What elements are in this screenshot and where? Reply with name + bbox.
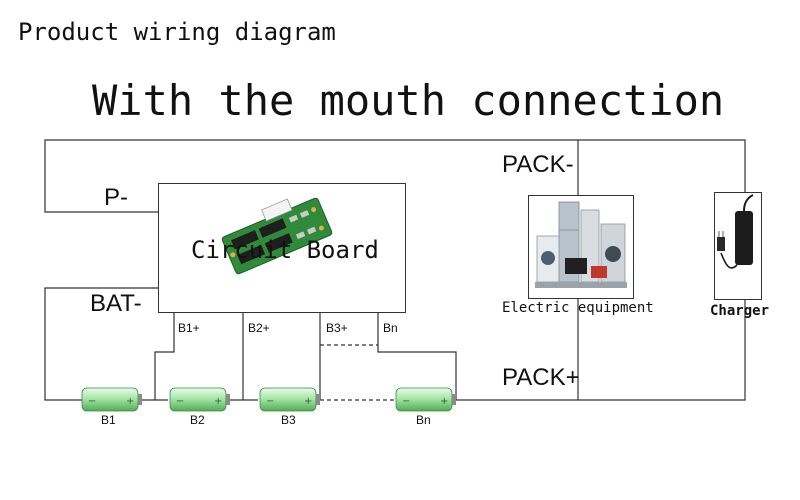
battery-cell-b3: − + xyxy=(259,387,320,412)
svg-text:−: − xyxy=(402,396,410,407)
svg-text:−: − xyxy=(266,396,274,407)
cell-label: Bn xyxy=(416,413,431,427)
tap-label: Bn xyxy=(383,321,398,335)
circuit-board-box: Circuit Board xyxy=(158,183,406,313)
tap-label: B3+ xyxy=(326,321,348,335)
svg-text:+: + xyxy=(440,396,448,407)
cell-label: B3 xyxy=(281,413,296,427)
appliances-image xyxy=(535,201,627,288)
battery-cell-b1: − + xyxy=(81,387,142,412)
pack-plus-label: PACK+ xyxy=(502,364,580,391)
p-minus-label: P- xyxy=(104,184,128,211)
diagram-caption: Product wiring diagram xyxy=(18,18,336,46)
battery-cell-bn: − + xyxy=(395,387,456,412)
tap-label: B2+ xyxy=(248,321,270,335)
cell-label: B1 xyxy=(101,413,116,427)
svg-text:+: + xyxy=(304,396,312,407)
tap-label: B1+ xyxy=(178,321,200,335)
diagram-title: With the mouth connection xyxy=(92,76,725,125)
charger-box xyxy=(714,192,762,300)
pcb-image xyxy=(221,197,333,275)
charger-image xyxy=(717,194,754,269)
svg-text:+: + xyxy=(126,396,134,407)
electric-equipment-box xyxy=(528,195,634,299)
pack-minus-label: PACK- xyxy=(502,151,574,178)
svg-text:−: − xyxy=(176,396,184,407)
circuit-board-label: Circuit Board xyxy=(191,236,379,264)
svg-text:+: + xyxy=(214,396,222,407)
svg-text:−: − xyxy=(88,396,96,407)
electric-equipment-label: Electric equipment xyxy=(502,300,654,316)
charger-label: Charger xyxy=(710,303,770,319)
cell-label: B2 xyxy=(190,413,205,427)
battery-cell-b2: − + xyxy=(169,387,230,412)
bat-minus-label: BAT- xyxy=(90,290,142,317)
